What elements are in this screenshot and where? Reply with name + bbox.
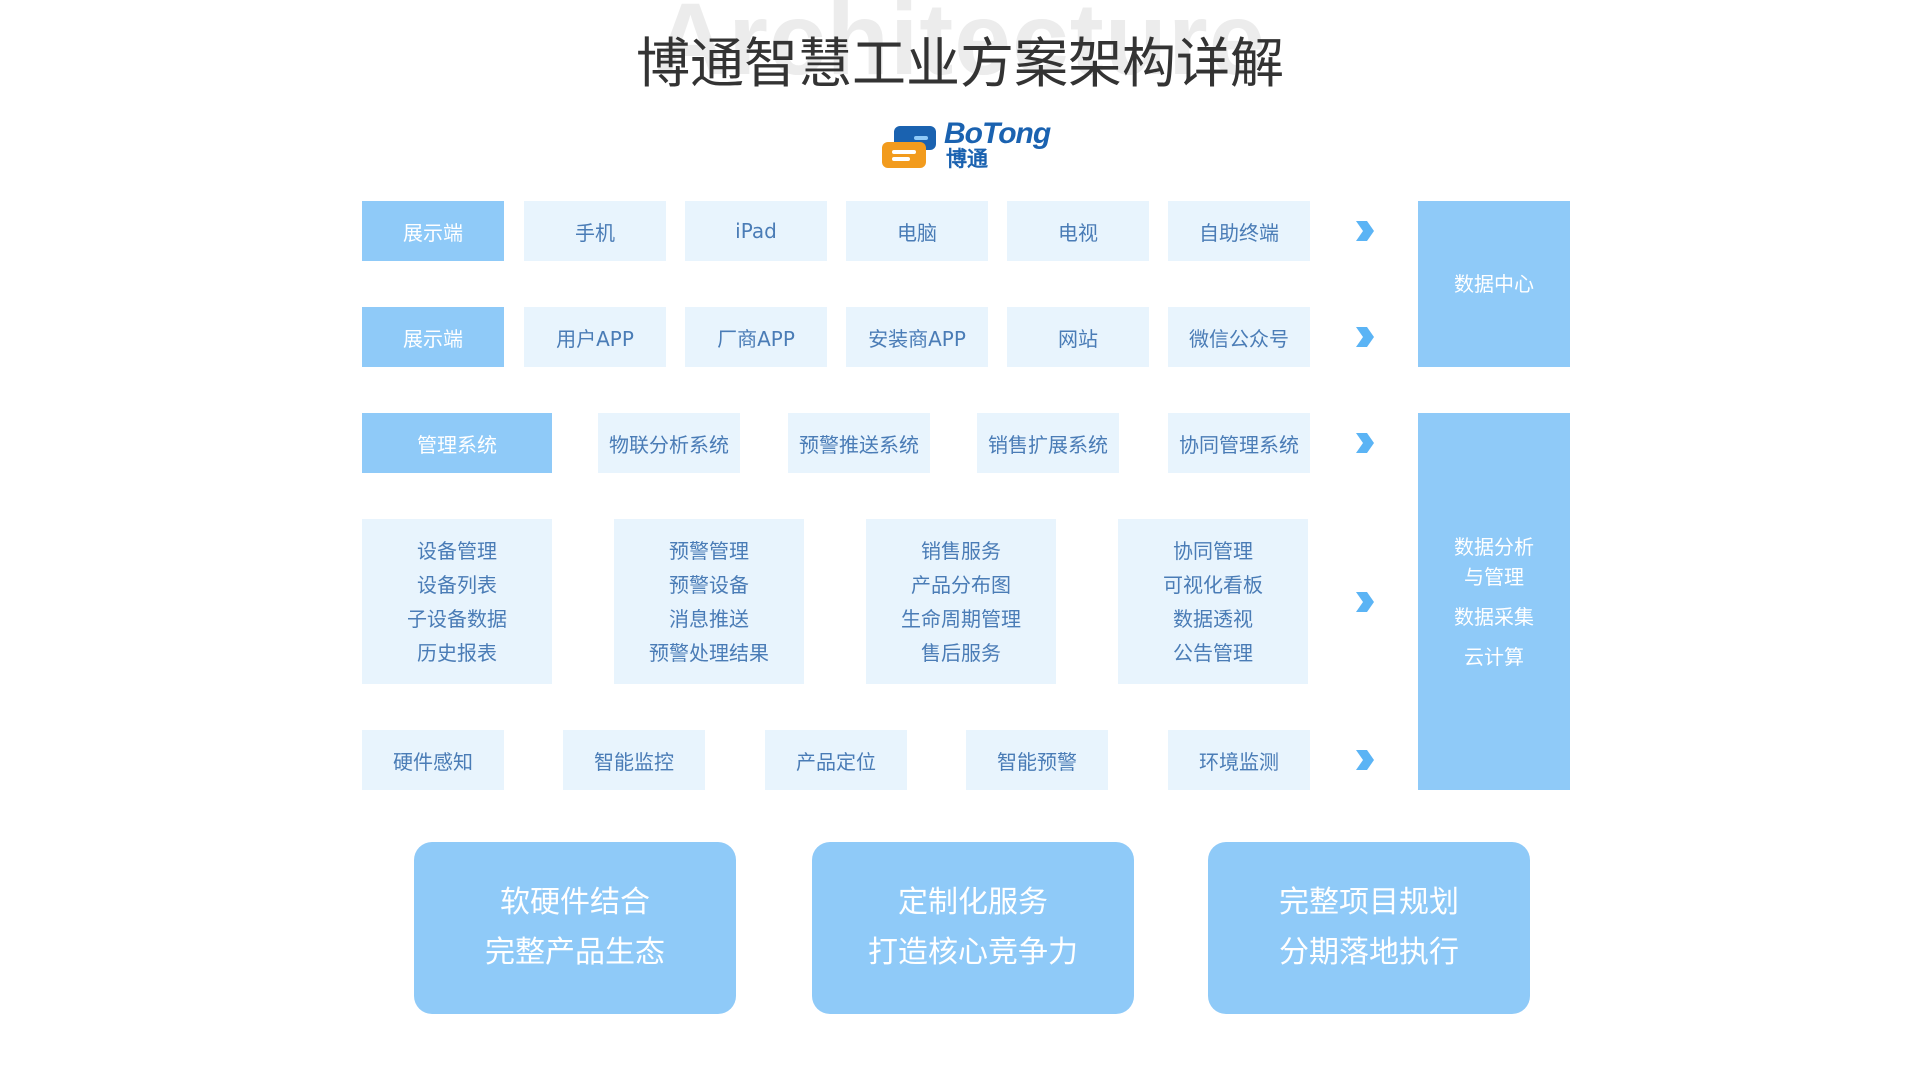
row4-line: 售后服务 [921, 640, 1001, 665]
row4-line: 协同管理 [1173, 538, 1253, 563]
row5-item-hardware-sensing: 硬件感知 [362, 730, 504, 790]
row4-line: 生命周期管理 [901, 606, 1021, 631]
row3-item-collab-management: 协同管理系统 [1168, 413, 1310, 473]
row4-line: 销售服务 [921, 538, 1001, 563]
data-analysis-line: 数据分析 [1454, 534, 1534, 559]
feature-card-hardware-software: 软硬件结合 完整产品生态 [414, 842, 736, 1014]
card-line: 完整产品生态 [485, 935, 665, 970]
row4-group-alert: 预警管理 预警设备 消息推送 预警处理结果 [614, 519, 804, 684]
row4-line: 产品分布图 [911, 572, 1011, 597]
row3-head-label: 管理系统 [362, 413, 552, 473]
row2-item-installer-app: 安装商APP [846, 307, 988, 367]
feature-card-customization: 定制化服务 打造核心竞争力 [812, 842, 1134, 1014]
botong-logo-icon [882, 126, 936, 168]
data-center-label: 数据中心 [1454, 272, 1534, 296]
row5-item-smart-alert: 智能预警 [966, 730, 1108, 790]
row4-line: 预警管理 [669, 538, 749, 563]
row2-head-label: 展示端 [362, 307, 504, 367]
row1-head-label: 展示端 [362, 201, 504, 261]
row4-group-collab: 协同管理 可视化看板 数据透视 公告管理 [1118, 519, 1308, 684]
chevron-right-icon [1356, 750, 1374, 770]
row4-line: 预警设备 [669, 572, 749, 597]
row1-item-computer: 电脑 [846, 201, 988, 261]
card-line: 分期落地执行 [1279, 935, 1459, 970]
data-collection-label: 数据采集 [1454, 604, 1534, 629]
row4-group-device: 设备管理 设备列表 子设备数据 历史报表 [362, 519, 552, 684]
row1-item-phone: 手机 [524, 201, 666, 261]
feature-card-project-planning: 完整项目规划 分期落地执行 [1208, 842, 1530, 1014]
row4-line: 公告管理 [1173, 640, 1253, 665]
row4-line: 预警处理结果 [649, 640, 769, 665]
logo-text-cn: 博通 [946, 147, 988, 171]
row2-item-wechat: 微信公众号 [1168, 307, 1310, 367]
card-line: 打造核心竞争力 [868, 935, 1078, 970]
card-line: 定制化服务 [898, 885, 1048, 920]
background-watermark-word: Architecture [653, 0, 1267, 96]
data-center-panel: 数据中心 [1418, 201, 1570, 367]
row1-item-ipad: iPad [685, 201, 827, 261]
row4-line: 子设备数据 [407, 606, 507, 631]
chevron-right-icon [1356, 592, 1374, 612]
row5-item-environment-monitoring: 环境监测 [1168, 730, 1310, 790]
chevron-right-icon [1356, 327, 1374, 347]
card-line: 完整项目规划 [1279, 885, 1459, 920]
data-analysis-panel: 数据分析 与管理 数据采集 云计算 [1418, 413, 1570, 790]
chevron-right-icon [1356, 433, 1374, 453]
row3-item-sales-extension: 销售扩展系统 [977, 413, 1119, 473]
row4-line: 历史报表 [417, 640, 497, 665]
row2-item-vendor-app: 厂商APP [685, 307, 827, 367]
row2-item-website: 网站 [1007, 307, 1149, 367]
row4-group-sales: 销售服务 产品分布图 生命周期管理 售后服务 [866, 519, 1056, 684]
data-analysis-line: 与管理 [1464, 564, 1524, 589]
row3-item-alert-push: 预警推送系统 [788, 413, 930, 473]
cloud-computing-label: 云计算 [1464, 644, 1524, 669]
row4-line: 设备列表 [417, 572, 497, 597]
row2-item-user-app: 用户APP [524, 307, 666, 367]
row4-line: 可视化看板 [1163, 572, 1263, 597]
row5-item-smart-monitoring: 智能监控 [563, 730, 705, 790]
row4-line: 数据透视 [1173, 606, 1253, 631]
row4-line: 消息推送 [669, 606, 749, 631]
card-line: 软硬件结合 [500, 885, 650, 920]
botong-logo: BoTong 博通 [880, 118, 1060, 174]
row3-item-iot-analysis: 物联分析系统 [598, 413, 740, 473]
row1-item-kiosk: 自助终端 [1168, 201, 1310, 261]
row4-line: 设备管理 [417, 538, 497, 563]
logo-text-en: BoTong [944, 117, 1051, 150]
chevron-right-icon [1356, 221, 1374, 241]
row5-item-product-location: 产品定位 [765, 730, 907, 790]
row1-item-tv: 电视 [1007, 201, 1149, 261]
page-title: 博通智慧工业方案架构详解 [636, 32, 1284, 95]
